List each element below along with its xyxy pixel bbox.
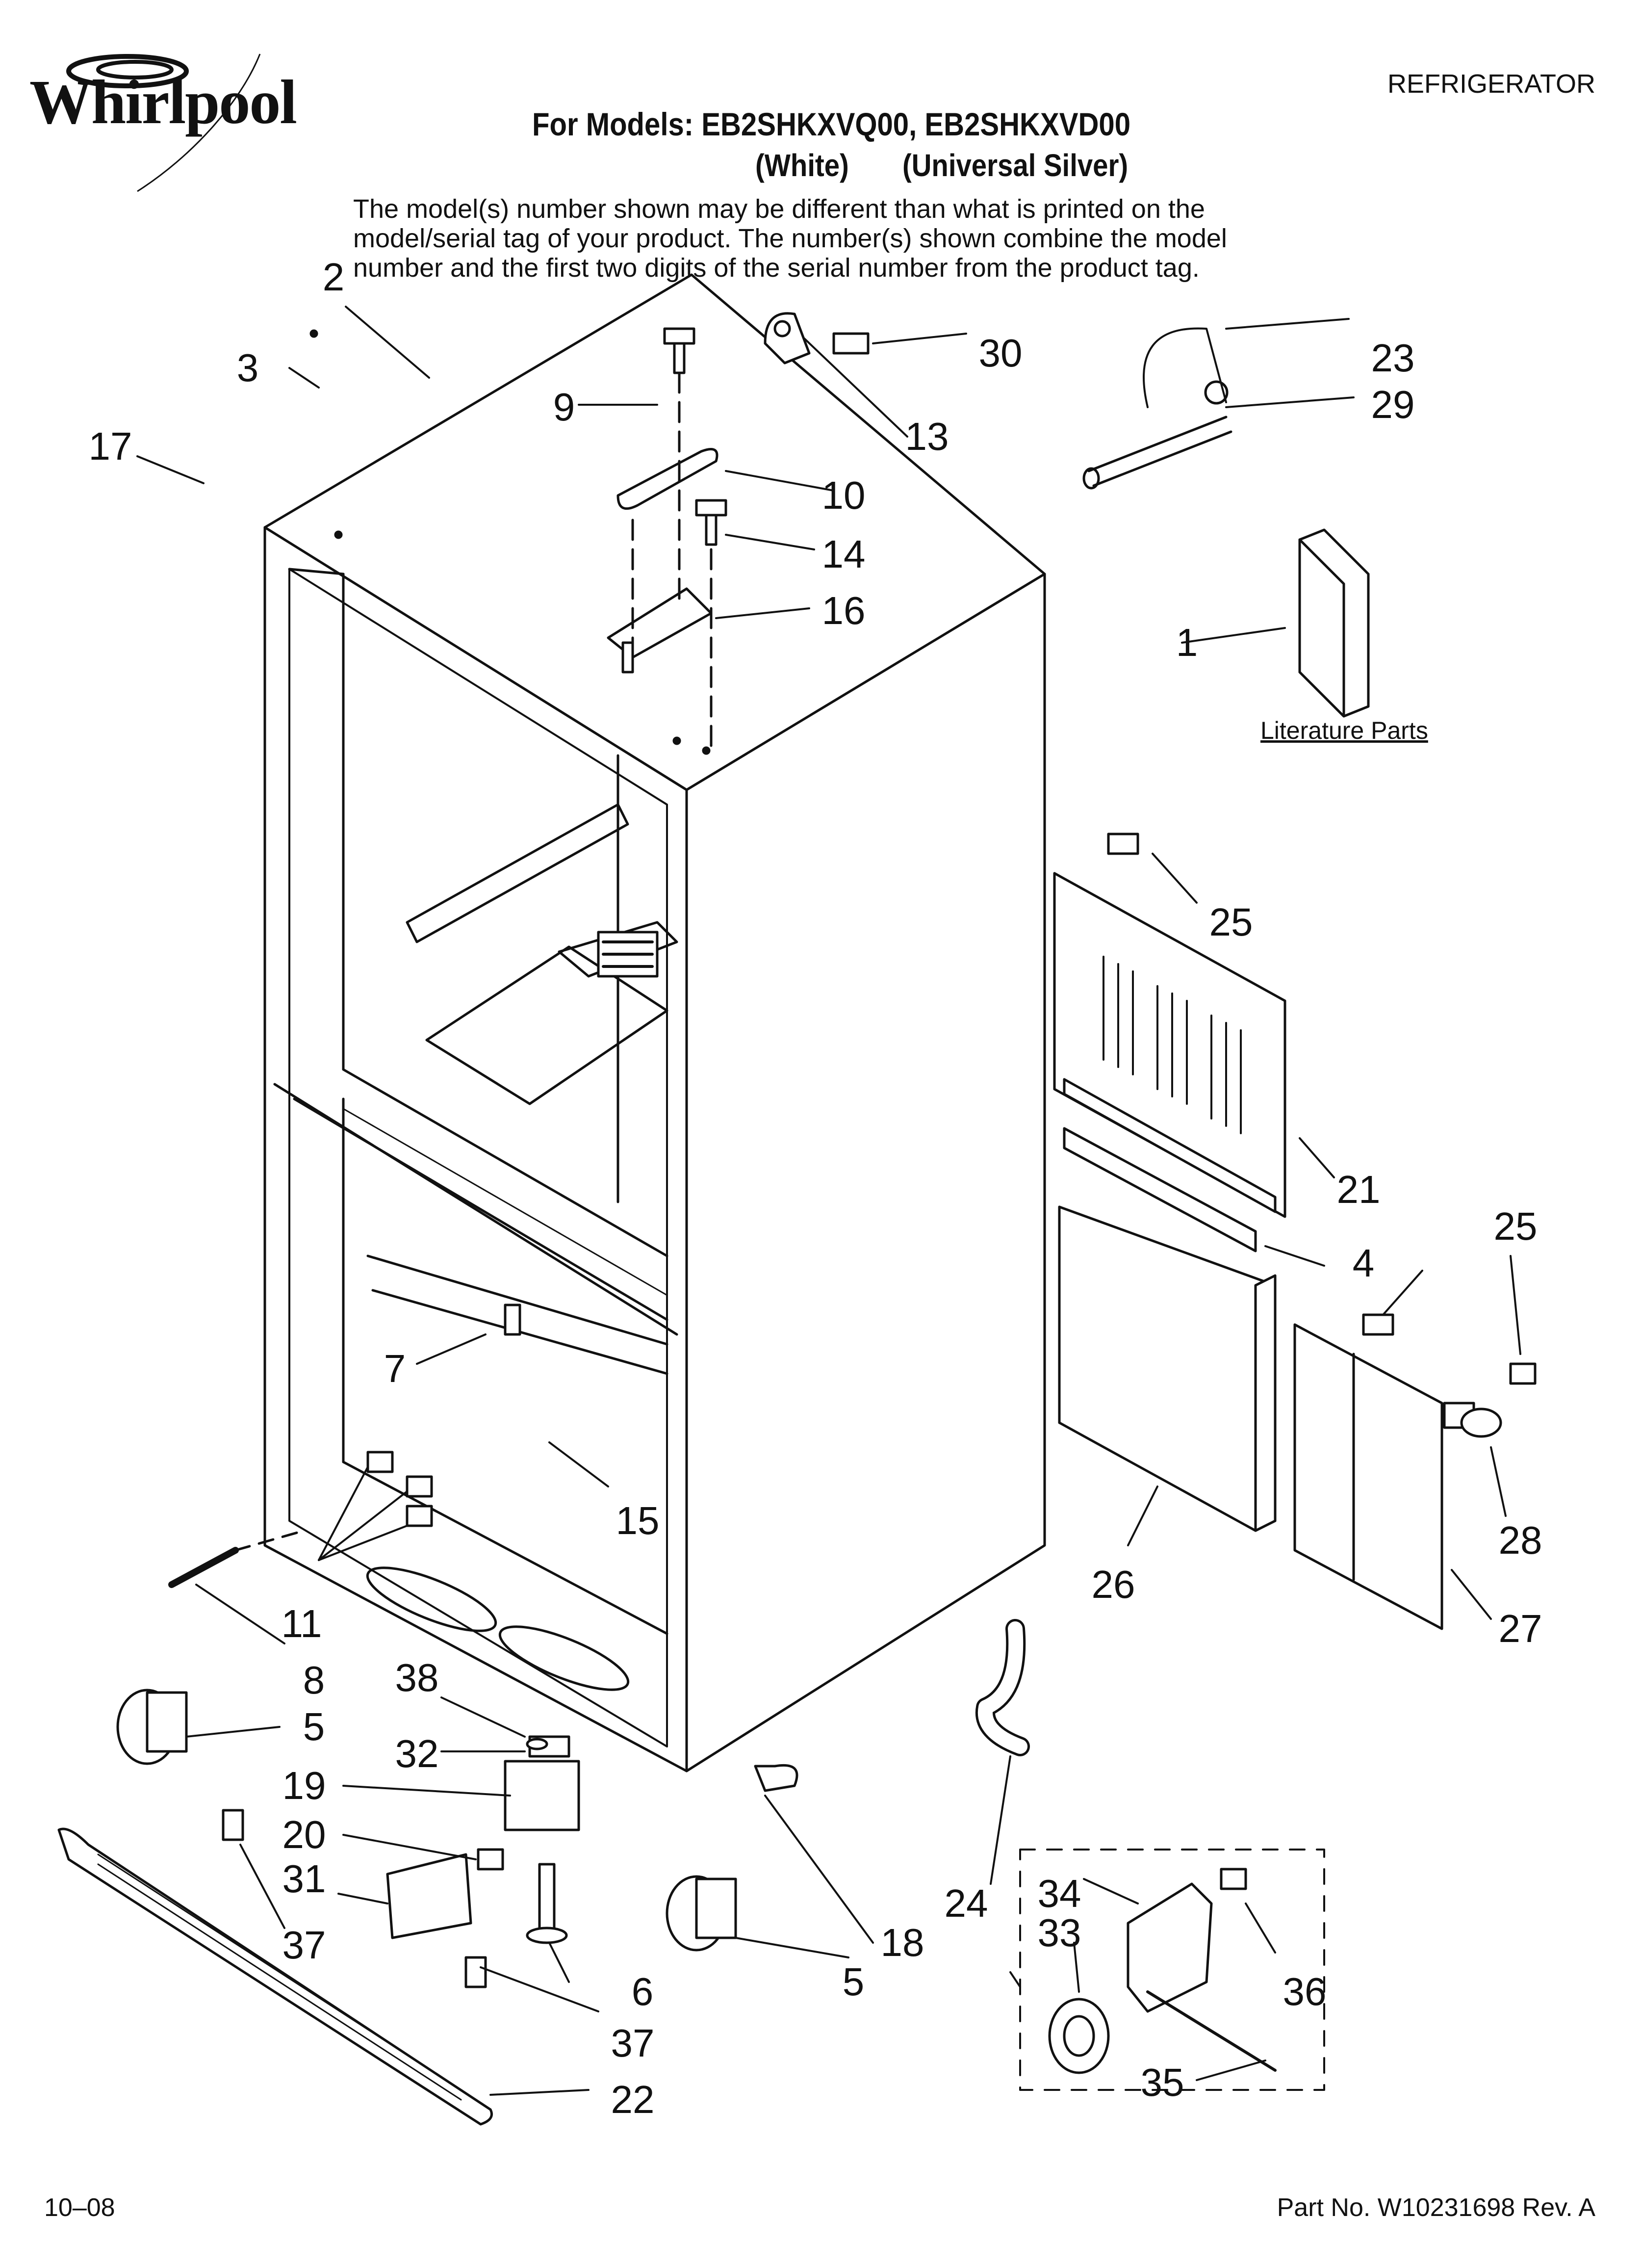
callout-1: 1 (1176, 621, 1198, 664)
literature-parts-label: Literature Parts (1260, 717, 1428, 744)
callout-34: 34 (1037, 1872, 1081, 1915)
callout-25: 25 (1209, 900, 1253, 944)
callout-9: 9 (553, 385, 575, 429)
callout-7: 7 (384, 1347, 406, 1390)
whirlpool-swirl-icon (66, 53, 261, 192)
callout-5: 5 (303, 1705, 325, 1748)
model-note-line: model/serial tag of your product. The nu… (353, 224, 1227, 253)
finish-white: (White) (755, 148, 849, 183)
finish-silver: (Universal Silver) (902, 148, 1129, 183)
callout-11: 11 (281, 1602, 322, 1645)
callout-27: 27 (1498, 1607, 1542, 1650)
access-panel (1058, 1205, 1277, 1532)
wheel-assembly (1019, 1849, 1325, 2091)
callout-20: 20 (282, 1813, 326, 1856)
part-number: Part No. W10231698 Rev. A (1277, 2193, 1595, 2222)
callout-36: 36 (1283, 1970, 1327, 2013)
callout-38: 38 (395, 1656, 439, 1699)
leveling-bracket (386, 1735, 580, 1944)
callout-2: 2 (322, 255, 345, 299)
callout-8: 8 (303, 1658, 325, 1702)
water-tube-23-29 (1082, 327, 1232, 490)
callout-18: 18 (880, 1921, 924, 1964)
model-note-line: number and the first two digits of the s… (353, 253, 1200, 283)
callout-29: 29 (1371, 383, 1415, 426)
callout-14: 14 (821, 532, 866, 576)
literature-parts-book (1298, 528, 1370, 718)
part-13-30 (764, 312, 870, 365)
callout-17: 17 (88, 424, 132, 468)
callout-28: 28 (1498, 1518, 1542, 1562)
screws (366, 833, 1537, 1527)
callout-13: 13 (905, 415, 949, 458)
callout-37: 37 (611, 2021, 655, 2065)
casters (116, 1689, 737, 1952)
trim-strip (1063, 1127, 1257, 1252)
long-bolt (168, 1547, 239, 1588)
callout-25: 25 (1493, 1204, 1538, 1248)
rear-grille-panel (1053, 872, 1286, 1218)
callout-23: 23 (1371, 336, 1415, 380)
callout-30: 30 (978, 331, 1023, 375)
callout-32: 32 (395, 1732, 439, 1775)
callout-15: 15 (616, 1499, 660, 1542)
clamp (754, 1764, 798, 1792)
model-note-line: The model(s) number shown may be differe… (353, 194, 1205, 224)
base-grille (57, 1809, 493, 2126)
callout-33: 33 (1037, 1911, 1081, 1955)
callout-24: 24 (944, 1881, 988, 1925)
callout-6: 6 (631, 1970, 654, 2013)
models-heading: For Models: EB2SHKXVQ00, EB2SHKXVD00 (532, 106, 1131, 142)
revision-date: 10–08 (44, 2193, 115, 2222)
callout-19: 19 (282, 1764, 326, 1807)
callout-26: 26 (1091, 1563, 1135, 1606)
brand-logo: Whirlpool (29, 67, 297, 137)
callout-21: 21 (1336, 1168, 1381, 1211)
callout-4: 4 (1352, 1241, 1375, 1285)
refrigerator-cabinet (263, 273, 1046, 1773)
leader-lines (136, 306, 1521, 2096)
top-hinge-assembly (607, 327, 727, 747)
callout-16: 16 (821, 589, 866, 632)
document-type: REFRIGERATOR (1387, 69, 1595, 99)
callout-35: 35 (1140, 2060, 1184, 2104)
callout-5: 5 (842, 1960, 865, 2004)
callout-10: 10 (821, 473, 866, 517)
cover-27 (1293, 1323, 1502, 1630)
callout-37: 37 (282, 1923, 326, 1967)
callout-22: 22 (611, 2078, 655, 2121)
callout-31: 31 (282, 1857, 326, 1901)
callout-3: 3 (236, 346, 259, 390)
